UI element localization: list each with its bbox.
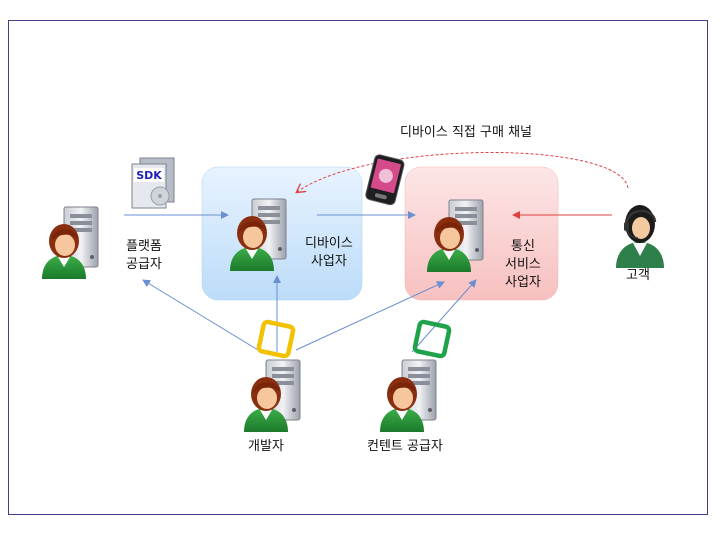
telecom-operator-line1: 통신 xyxy=(510,239,535,254)
diagram-frame xyxy=(8,20,708,515)
device-business-label: 디바이스 사업자 xyxy=(305,235,353,271)
svg-text:SDK: SDK xyxy=(136,169,162,182)
developer-to-telecom-arrow xyxy=(295,281,445,351)
content-provider-icon xyxy=(379,359,437,433)
content-to-telecom-arrow xyxy=(411,279,477,353)
customer-label: 고객 xyxy=(626,268,650,283)
telecom-operator-label: 통신 서비스 사업자 xyxy=(505,238,541,292)
developer-label: 개발자 xyxy=(248,439,284,454)
sdk-box-icon: SDK xyxy=(131,157,175,209)
platform-provider-label: 플랫폼 공급자 xyxy=(126,238,162,274)
platform-provider-line1: 플랫폼 xyxy=(126,239,162,254)
mobile-phone-icon xyxy=(365,154,405,206)
developer-to-platform-arrow xyxy=(142,279,259,351)
platform-provider-line2: 공급자 xyxy=(126,257,162,272)
direct-purchase-channel-label: 디바이스 직접 구매 채널 xyxy=(400,125,532,140)
content-provider-label: 컨텐트 공급자 xyxy=(367,439,443,454)
developer-yellow-mark xyxy=(256,319,296,359)
telecom-operator-line2: 서비스 xyxy=(505,257,541,272)
developer-icon xyxy=(243,359,301,433)
platform-provider-icon xyxy=(41,206,99,280)
device-business-line2: 사업자 xyxy=(310,254,347,269)
telecom-operator-line3: 사업자 xyxy=(505,275,541,290)
device-business-line1: 디바이스 xyxy=(305,236,353,251)
content-green-mark xyxy=(412,319,452,359)
direct-purchase-channel-arrow xyxy=(297,152,629,192)
customer-headset-icon xyxy=(616,205,664,268)
